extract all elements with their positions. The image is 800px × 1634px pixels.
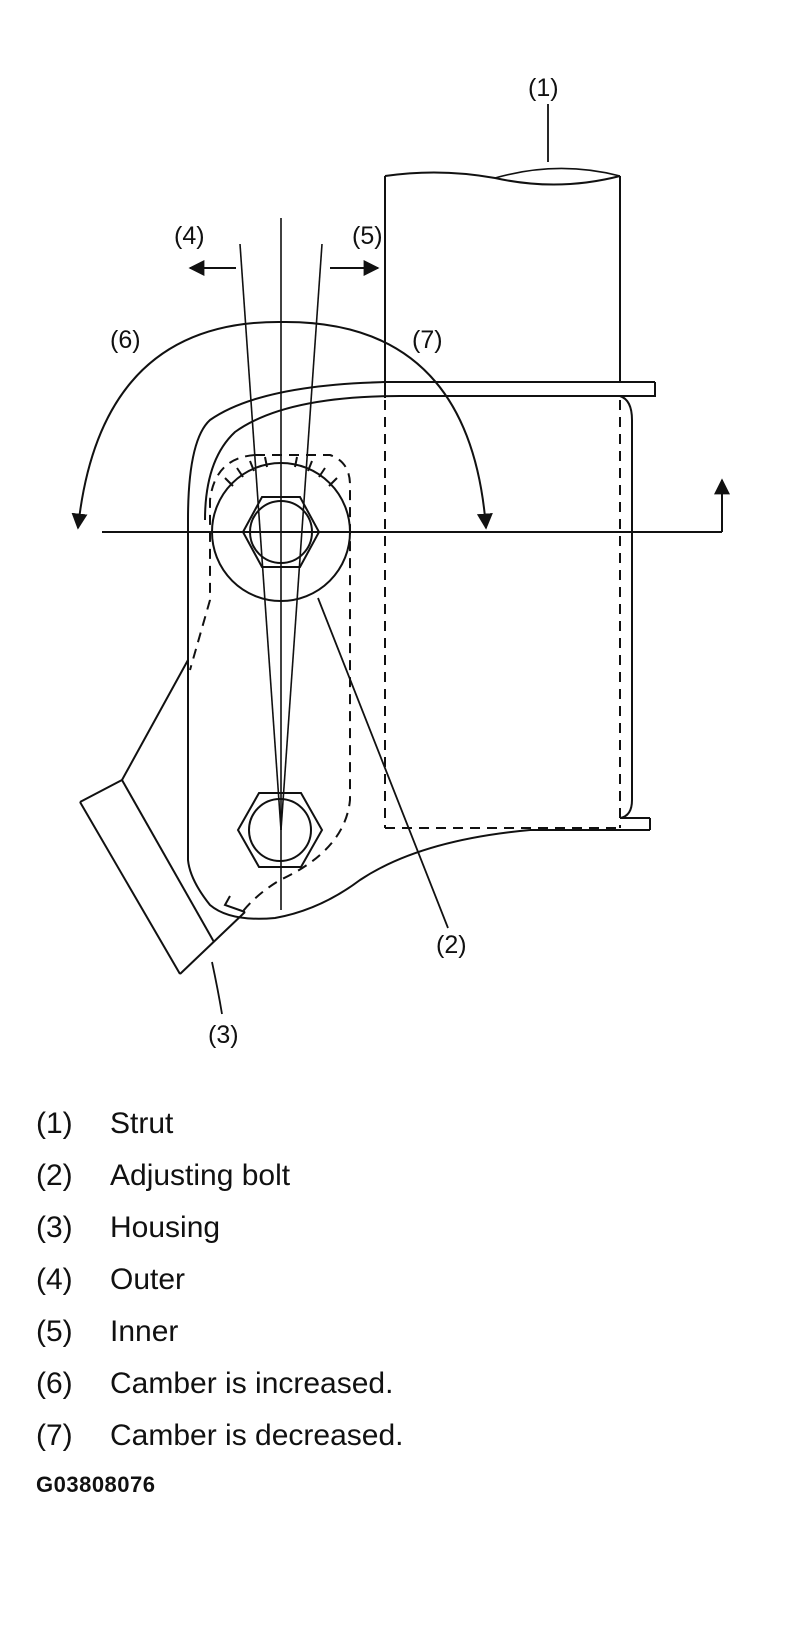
camber-adjustment-diagram: (1) (4) (5) (6) (7) (2) (3) bbox=[71, 74, 730, 1049]
callout-6: (6) bbox=[110, 326, 141, 354]
legend-label: Camber is increased. bbox=[110, 1367, 394, 1400]
legend-number: (4) bbox=[36, 1263, 73, 1296]
callout-5: (5) bbox=[352, 222, 383, 250]
figure-code: G03808076 bbox=[36, 1472, 156, 1497]
camber-arc bbox=[71, 320, 493, 530]
sight-lines bbox=[239, 218, 323, 910]
legend-label: Adjusting bolt bbox=[110, 1159, 291, 1192]
strut bbox=[384, 167, 621, 398]
callout-2: (2) bbox=[436, 931, 467, 959]
housing-hidden-lines bbox=[189, 454, 351, 916]
callout-1: (1) bbox=[528, 74, 559, 102]
legend-label: Outer bbox=[110, 1263, 186, 1296]
legend-label: Housing bbox=[110, 1211, 221, 1244]
legend-number: (3) bbox=[36, 1211, 73, 1244]
callout-3: (3) bbox=[208, 1021, 239, 1049]
housing bbox=[79, 381, 656, 975]
legend-number: (7) bbox=[36, 1419, 73, 1452]
legend-number: (6) bbox=[36, 1367, 73, 1400]
callout-4: (4) bbox=[174, 222, 205, 250]
strut-hidden-lines bbox=[384, 400, 621, 829]
legend-number: (1) bbox=[36, 1107, 73, 1140]
callout-7: (7) bbox=[412, 326, 443, 354]
legend-number: (2) bbox=[36, 1159, 73, 1192]
legend-label: Strut bbox=[110, 1107, 174, 1140]
legend-label: Camber is decreased. bbox=[110, 1419, 404, 1452]
legend-label: Inner bbox=[110, 1315, 179, 1348]
lower-bolt bbox=[236, 792, 324, 868]
leader-lines bbox=[211, 104, 549, 1015]
legend-number: (5) bbox=[36, 1315, 73, 1348]
